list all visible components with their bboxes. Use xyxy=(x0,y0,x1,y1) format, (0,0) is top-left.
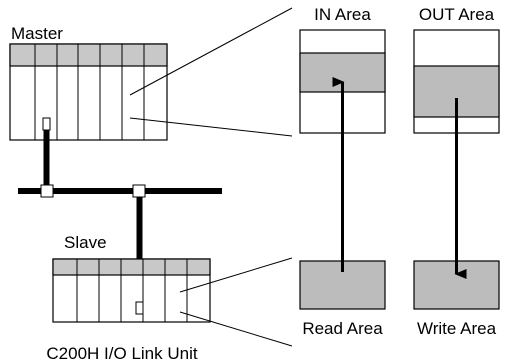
out-area-label: OUT Area xyxy=(419,5,495,24)
master-connector xyxy=(42,117,51,131)
slave-connector xyxy=(135,301,144,315)
projection-lines xyxy=(129,7,293,347)
write-area-label: Write Area xyxy=(417,319,497,338)
write-area-block xyxy=(413,260,500,310)
master-plc-slot-dividers xyxy=(34,44,145,140)
slave-to-area-line-bottom xyxy=(179,311,293,347)
t-junction-slave xyxy=(132,184,146,198)
master-to-area-line-top xyxy=(129,7,293,96)
master-plc-header xyxy=(9,43,168,67)
in-area-label: IN Area xyxy=(314,5,371,24)
slave-label: Slave xyxy=(64,233,107,252)
read-area-label: Read Area xyxy=(302,319,383,338)
master-to-area-line-bottom xyxy=(129,117,293,137)
slave-to-area-line-top xyxy=(179,257,293,293)
link-unit-label: C200H I/O Link Unit xyxy=(46,344,197,363)
master-label: Master xyxy=(11,24,63,43)
master-plc xyxy=(9,43,168,141)
slave-plc xyxy=(52,258,211,323)
slave-plc-header xyxy=(52,258,211,276)
in-area-block xyxy=(299,29,386,134)
t-junction-master xyxy=(40,184,54,198)
